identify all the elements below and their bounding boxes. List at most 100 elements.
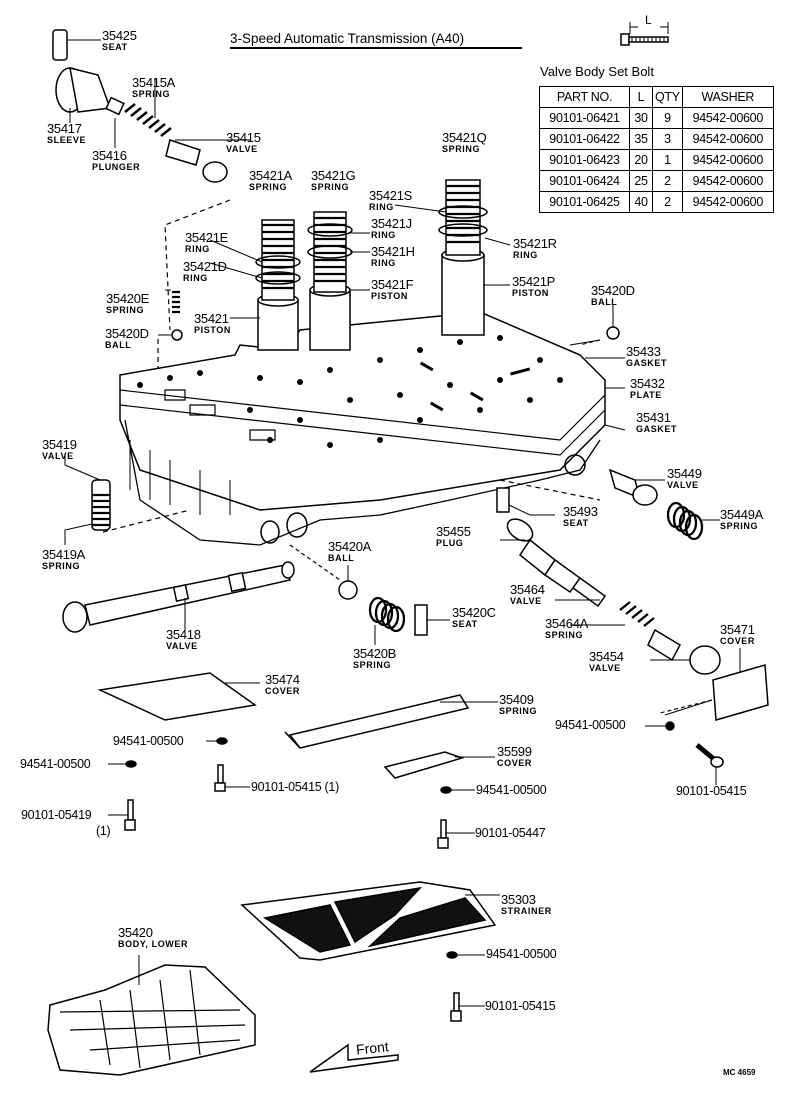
ball-35420d-right-part	[606, 326, 620, 340]
part-no-cell: 90101-06424	[539, 170, 630, 192]
lower-body-35420-part	[47, 955, 256, 1076]
length-cell: 20	[629, 149, 653, 171]
part-number: 35421D	[183, 259, 227, 274]
part-number: 35420B	[353, 646, 397, 661]
part-number: 35421A	[249, 168, 293, 183]
part-number: 35474	[265, 672, 300, 687]
part-number: 35417	[47, 121, 82, 136]
part-number: 35471	[720, 622, 755, 637]
part-name: PLATE	[630, 390, 662, 400]
valve-35415-assembly	[55, 66, 250, 183]
part-name: GASKET	[626, 358, 668, 368]
part-number: 35421R	[513, 236, 557, 251]
qty-cell: 9	[652, 107, 683, 129]
part-name: STRAINER	[501, 906, 552, 916]
part-name: PISTON	[371, 291, 408, 301]
washer-label: 94541-00500	[20, 757, 91, 771]
part-number: 35415	[226, 130, 261, 145]
part-number: 35454	[589, 649, 624, 664]
washer-label: 94541-00500	[555, 718, 626, 732]
part-name: VALVE	[510, 596, 542, 606]
part-number: 35449	[667, 466, 702, 481]
part-number: 35421P	[512, 274, 556, 289]
part-name: SPRING	[42, 561, 81, 571]
washer-label: 94541-00500	[113, 734, 184, 748]
part-name: VALVE	[226, 144, 258, 154]
part-number: 35421J	[371, 216, 412, 231]
strainer-35303-part	[240, 881, 500, 961]
part-number: 35421G	[311, 168, 356, 183]
part-number: 35449A	[720, 507, 764, 522]
bolt-qty-label: (1)	[96, 824, 111, 838]
ball-35420a-part	[338, 580, 358, 600]
valve-body-upper	[119, 311, 606, 546]
spring-35420e-part	[172, 290, 180, 314]
part-name: PISTON	[512, 288, 549, 298]
part-name: PISTON	[194, 325, 231, 335]
part-name: SPRING	[132, 89, 171, 99]
part-number: 35455	[436, 524, 471, 539]
spring-35409-part	[288, 694, 470, 749]
part-no-cell: 90101-06422	[539, 128, 630, 150]
washer-label: 94541-00500	[486, 947, 557, 961]
length-cell: 35	[629, 128, 653, 150]
part-name: SPRING	[249, 182, 288, 192]
washer-icon	[125, 760, 137, 768]
col-qty: QTY	[652, 86, 683, 108]
part-name: COVER	[720, 636, 756, 646]
part-name: PLUNGER	[92, 162, 141, 172]
part-name: RING	[183, 273, 208, 283]
part-name: COVER	[497, 758, 533, 768]
part-number: 35420A	[328, 539, 372, 554]
piston-35421p-assembly	[438, 179, 488, 336]
part-number: 35420E	[106, 291, 150, 306]
part-number: 35493	[563, 504, 598, 519]
washer-icon	[216, 737, 228, 745]
part-number: 35418	[166, 627, 201, 642]
part-number: 35419A	[42, 547, 86, 562]
qty-cell: 3	[652, 128, 683, 150]
part-name: SLEEVE	[47, 135, 87, 145]
figure-code: MC 4659	[723, 1068, 756, 1077]
part-name: SEAT	[452, 619, 478, 629]
qty-cell: 1	[652, 149, 683, 171]
washer-label: 94541-00500	[476, 783, 547, 797]
bolt-icon	[450, 992, 462, 1022]
spring-35420b-part	[368, 596, 406, 633]
washer-icon	[665, 721, 675, 731]
part-name: GASKET	[636, 424, 678, 434]
part-name: VALVE	[166, 641, 198, 651]
part-number: 35464A	[545, 616, 589, 631]
piston-35421f-assembly	[307, 211, 353, 351]
part-name: SPRING	[106, 305, 145, 315]
part-number: 35432	[630, 376, 665, 391]
part-name: VALVE	[42, 451, 74, 461]
